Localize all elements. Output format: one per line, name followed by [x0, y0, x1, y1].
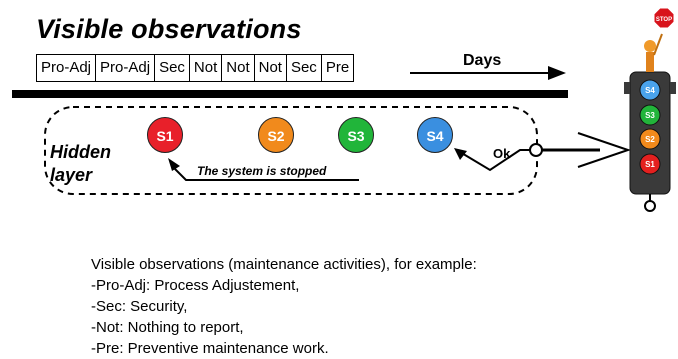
figure-arm — [653, 33, 663, 56]
observation-cell: Not — [190, 55, 223, 81]
legend: Visible observations (maintenance activi… — [91, 254, 477, 359]
traffic-light-base — [644, 200, 656, 212]
legend-item: -Not: Nothing to report, — [91, 319, 244, 336]
traffic-lamp-s2 — [639, 128, 661, 150]
observation-sequence: Pro-Adj Pro-Adj Sec Not Not Not Sec Pre — [36, 54, 355, 82]
legend-item: -Sec: Security, — [91, 298, 188, 315]
traffic-light-visor — [670, 82, 676, 94]
connector-chevron — [577, 132, 632, 168]
ok-label: Ok — [493, 146, 511, 161]
traffic-lamp-s3 — [639, 104, 661, 126]
days-arrow-head — [548, 66, 566, 80]
connector-node — [529, 143, 543, 157]
state-s2: S2 — [258, 117, 294, 153]
diagram-title: Visible observations — [36, 14, 302, 44]
observation-cell: Sec — [287, 55, 322, 81]
legend-item: -Pre: Preventive maintenance work. — [91, 340, 329, 357]
hidden-layer-label-line2: layer — [50, 165, 93, 185]
observation-cell: Pre — [325, 59, 350, 76]
legend-item: -Pro-Adj: Process Adjustement, — [91, 277, 300, 294]
observation-cell: Not — [255, 55, 287, 81]
traffic-lamp-label: S3 — [645, 111, 655, 120]
observation-cell: Pro-Adj — [96, 55, 156, 81]
state-s4: S4 — [417, 117, 453, 153]
stop-sign-icon — [653, 7, 675, 29]
stop-sign-text: STOP — [656, 17, 672, 23]
traffic-lamp-label: S1 — [645, 160, 655, 169]
figure-body — [646, 52, 654, 72]
figure-head — [644, 40, 656, 52]
state-s1: S1 — [147, 117, 183, 153]
hidden-layer-label: Hidden layer — [50, 141, 111, 187]
stopped-arrow-head — [168, 158, 180, 171]
traffic-light-lamps: S4 S3 S2 S1 — [639, 79, 661, 175]
traffic-lamp-label: S4 — [645, 86, 655, 95]
hidden-layer-label-line1: Hidden — [50, 142, 111, 162]
legend-intro: Visible observations (maintenance activi… — [91, 256, 477, 273]
traffic-lamp-s1 — [639, 153, 661, 175]
observation-cell: Sec — [155, 55, 190, 81]
state-s3: S3 — [338, 117, 374, 153]
traffic-light-visor — [624, 82, 630, 94]
traffic-lamp-s4 — [639, 79, 661, 101]
traffic-lamp-label: S2 — [645, 135, 655, 144]
observation-cell: Pro-Adj — [37, 55, 97, 81]
observation-cell: Not — [222, 55, 255, 81]
ok-arrow — [459, 149, 530, 172]
days-axis-label: Days — [463, 52, 502, 69]
timeline-bar — [12, 90, 568, 98]
stopped-arrow — [170, 164, 359, 181]
system-stopped-label: The system is stopped — [197, 164, 327, 178]
ok-arrow-head — [454, 148, 467, 160]
